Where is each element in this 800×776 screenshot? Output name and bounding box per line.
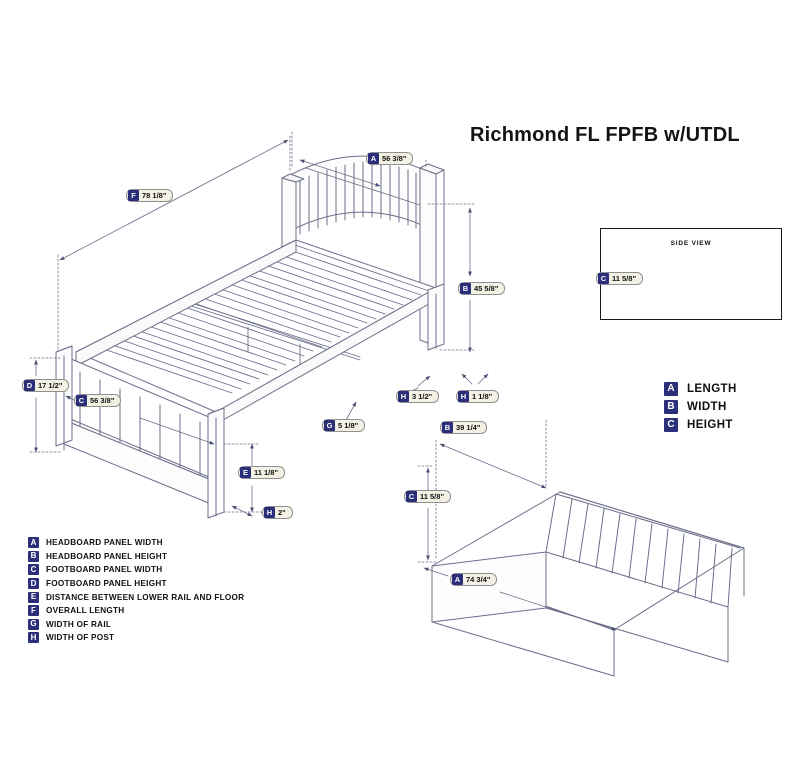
dim-trundle-height: C 11 5/8": [404, 490, 451, 503]
legend-label: FOOTBOARD PANEL WIDTH: [46, 565, 163, 575]
dim-trundle-width: B 39 1/4": [440, 421, 488, 434]
dim-value: 56 3/8": [382, 153, 407, 163]
dim-width-of-post-rear: H 3 1/2": [396, 390, 440, 403]
legend-key: B: [28, 550, 39, 562]
axis-legend-item-height: C HEIGHT: [664, 416, 737, 434]
dim-value: 74 3/4": [466, 574, 491, 584]
dim-value: 39 1/4": [456, 422, 481, 432]
dim-footboard-panel-width: C 56 3/8": [74, 394, 122, 407]
trundle-unit: [431, 491, 745, 677]
dim-key: B: [460, 283, 471, 294]
axis-legend-item-length: A LENGTH: [664, 380, 737, 398]
axis-legend-key: B: [664, 400, 678, 414]
legend-label: DISTANCE BETWEEN LOWER RAIL AND FLOOR: [46, 592, 245, 602]
dim-width-of-post-front: H 2": [262, 506, 293, 519]
dim-key: H: [458, 391, 469, 402]
legend-key: A: [28, 537, 39, 549]
legend-item-f: F OVERALL LENGTH: [28, 604, 244, 618]
headboard-panel: [289, 155, 425, 235]
dim-overall-length: F 78 1/8": [126, 189, 174, 202]
legend-item-b: B HEADBOARD PANEL HEIGHT: [28, 550, 244, 564]
dim-value: 56 3/8": [90, 395, 115, 405]
axis-legend: A LENGTH B WIDTH C HEIGHT: [664, 380, 737, 434]
legend-label: FOOTBOARD PANEL HEIGHT: [46, 579, 167, 589]
dim-key: A: [452, 574, 463, 585]
dim-key: G: [324, 420, 335, 431]
dimension-legend: A HEADBOARD PANEL WIDTH B HEADBOARD PANE…: [28, 536, 244, 645]
dim-key: E: [240, 467, 251, 478]
dim-footboard-panel-height: D 17 1/2": [22, 379, 70, 392]
dim-key: C: [598, 273, 609, 284]
legend-label: OVERALL LENGTH: [46, 606, 125, 616]
footboard-posts: [55, 345, 225, 519]
page-title: Richmond FL FPFB w/UTDL: [470, 124, 740, 146]
rear-right-post: [427, 283, 445, 351]
legend-key: H: [28, 632, 39, 644]
dim-key: C: [76, 395, 87, 406]
dim-key: D: [24, 380, 35, 391]
deck-slats: [91, 242, 430, 394]
dim-value: 78 1/8": [142, 190, 167, 200]
legend-key: C: [28, 564, 39, 576]
side-view-title: SIDE VIEW: [670, 240, 712, 247]
axis-legend-label: HEIGHT: [687, 419, 733, 431]
legend-key: F: [28, 605, 39, 617]
legend-label: HEADBOARD PANEL WIDTH: [46, 538, 163, 548]
dim-side-view-height: C 11 5/8": [596, 272, 643, 285]
legend-label: WIDTH OF RAIL: [46, 619, 112, 629]
dim-width-of-rail: G 5 1/8": [322, 419, 366, 432]
legend-item-g: G WIDTH OF RAIL: [28, 618, 244, 632]
dim-value: 11 1/8": [254, 467, 278, 477]
dim-headboard-panel-width: A 56 3/8": [366, 152, 414, 165]
dim-distance-lower-rail-floor: E 11 1/8": [238, 466, 285, 479]
dim-key: F: [128, 190, 139, 201]
dim-width-of-post-side: H 1 1/8": [456, 390, 500, 403]
legend-key: G: [28, 618, 39, 630]
dimension-lines-main: [29, 131, 489, 517]
dim-key: C: [406, 491, 417, 502]
legend-key: D: [28, 578, 39, 590]
dim-key: H: [398, 391, 409, 402]
dim-value: 5 1/8": [338, 420, 359, 430]
legend-key: E: [28, 591, 39, 603]
dim-value: 45 5/8": [474, 283, 499, 293]
axis-legend-label: LENGTH: [687, 383, 737, 395]
dim-key: H: [264, 507, 275, 518]
axis-legend-label: WIDTH: [687, 401, 727, 413]
axis-legend-item-width: B WIDTH: [664, 398, 737, 416]
axis-legend-key: A: [664, 382, 678, 396]
dim-value: 1 1/8": [472, 391, 493, 401]
legend-item-d: D FOOTBOARD PANEL HEIGHT: [28, 577, 244, 591]
dim-value: 2": [278, 507, 286, 517]
legend-label: HEADBOARD PANEL HEIGHT: [46, 551, 168, 561]
dim-value: 3 1/2": [412, 391, 433, 401]
dim-value: 17 1/2": [38, 380, 63, 390]
dim-key: B: [442, 422, 453, 433]
legend-item-h: H WIDTH OF POST: [28, 631, 244, 645]
legend-item-e: E DISTANCE BETWEEN LOWER RAIL AND FLOOR: [28, 590, 244, 604]
legend-item-a: A HEADBOARD PANEL WIDTH: [28, 536, 244, 550]
legend-item-c: C FOOTBOARD PANEL WIDTH: [28, 563, 244, 577]
dim-value: 11 5/8": [612, 273, 636, 283]
axis-legend-key: C: [664, 418, 678, 432]
dim-headboard-panel-height: B 45 5/8": [458, 282, 506, 295]
dim-value: 11 5/8": [420, 491, 444, 501]
dim-trundle-length: A 74 3/4": [450, 573, 498, 586]
dim-key: A: [368, 153, 379, 164]
legend-label: WIDTH OF POST: [46, 633, 115, 643]
